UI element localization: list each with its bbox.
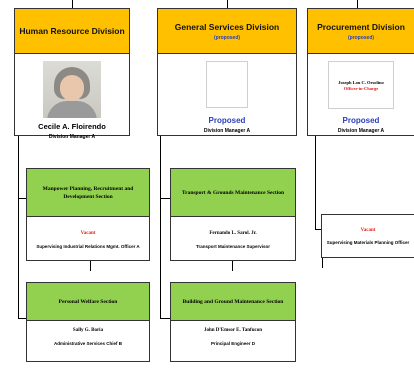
proc-division-title: Procurement Division: [317, 22, 405, 32]
welfare-position: Administrative Services Chief B: [53, 341, 123, 346]
welfare-section-header: Personal Welfare Section: [27, 283, 149, 321]
photo-placeholder: [206, 61, 248, 108]
welfare-section-title: Personal Welfare Section: [58, 298, 118, 305]
materials-bottom-stub: [322, 258, 323, 268]
materials-position: Supervising Materials Planning Officer: [326, 239, 410, 245]
manpower-bottom-stub: [90, 261, 91, 271]
gs-division-body: Proposed Division Manager A: [158, 54, 296, 134]
hr-branch-2: [18, 318, 26, 319]
proc-top-connector: [357, 0, 358, 8]
manpower-person: Vacant: [80, 230, 96, 236]
hr-trunk-line: [18, 136, 19, 318]
transport-position: Transport Maintenance Supervisor: [195, 243, 271, 249]
transport-section-header: Transport & Grounds Maintenance Section: [171, 169, 295, 217]
gs-division-box: General Services Division (proposed) Pro…: [157, 8, 297, 136]
building-person: John D'Emsor E. Tanfucon: [204, 328, 262, 333]
gs-branch-1: [160, 198, 170, 199]
building-section-title: Building and Ground Maintenance Section: [182, 298, 284, 305]
hr-top-connector: [72, 0, 73, 8]
materials-person: Vacant: [360, 227, 376, 233]
proc-trunk-line: [315, 136, 316, 229]
welfare-person: Sally G. Boria: [72, 328, 104, 333]
proc-division-box: Procurement Division (proposed) Joseph L…: [307, 8, 414, 136]
hr-division-header: Human Resource Division: [15, 9, 129, 54]
oic-box: Joseph Lou C. Orsolino Officer-in-Charge: [328, 61, 394, 109]
building-position: Principal Engineer D: [210, 341, 255, 346]
welfare-section-box: Personal Welfare Section Sally G. Boria …: [26, 282, 150, 362]
hr-division-body: Cecile A. Floirendo Division Manager A: [15, 54, 129, 140]
gs-branch-2: [160, 318, 170, 319]
building-section-header: Building and Ground Maintenance Section: [171, 283, 295, 321]
gs-division-subtitle: (proposed): [213, 35, 241, 41]
hr-branch-1: [18, 198, 26, 199]
proc-division-head: Proposed: [342, 116, 380, 125]
manpower-section-body: Vacant Supervising Industrial Relations …: [27, 217, 149, 262]
transport-bottom-stub: [232, 261, 233, 271]
gs-division-head: Proposed: [208, 116, 246, 125]
gs-top-connector: [227, 0, 228, 8]
proc-branch-1: [315, 229, 321, 230]
manpower-section-title: Manpower Planning, Recruitment and Devel…: [42, 185, 134, 200]
proc-division-body: Joseph Lou C. Orsolino Officer-in-Charge…: [308, 54, 414, 134]
gs-trunk-line: [160, 136, 161, 318]
transport-person: Fernando L. Sarol. Jr.: [209, 230, 257, 236]
gs-division-head-position: Division Manager A: [203, 128, 251, 134]
hr-division-head-position: Division Manager A: [48, 134, 96, 140]
proc-division-head-position: Division Manager A: [337, 128, 385, 134]
materials-section-body: Vacant Supervising Materials Planning Of…: [322, 215, 414, 257]
gs-division-header: General Services Division (proposed): [158, 9, 296, 54]
gs-division-title: General Services Division: [174, 22, 280, 32]
transport-section-body: Fernando L. Sarol. Jr. Transport Mainten…: [171, 217, 295, 262]
proc-division-subtitle: (proposed): [347, 35, 375, 41]
transport-section-box: Transport & Grounds Maintenance Section …: [170, 168, 296, 261]
division-head-photo: [43, 61, 101, 118]
manpower-section-header: Manpower Planning, Recruitment and Devel…: [27, 169, 149, 217]
proc-division-header: Procurement Division (proposed): [308, 9, 414, 54]
materials-section-box: Vacant Supervising Materials Planning Of…: [321, 214, 414, 258]
oic-name: Joseph Lou C. Orsolino: [338, 79, 384, 85]
hr-division-box: Human Resource Division Cecile A. Floire…: [14, 8, 130, 140]
transport-section-title: Transport & Grounds Maintenance Section: [181, 189, 285, 196]
oic-role: Officer-in-Charge: [343, 85, 379, 91]
hr-division-title: Human Resource Division: [19, 26, 125, 36]
hr-division-head-name: Cecile A. Floirendo: [38, 122, 106, 131]
manpower-position: Supervising Industrial Relations Mgmt. O…: [36, 243, 140, 249]
building-section-box: Building and Ground Maintenance Section …: [170, 282, 296, 362]
welfare-section-body: Sally G. Boria Administrative Services C…: [27, 321, 149, 370]
manpower-section-box: Manpower Planning, Recruitment and Devel…: [26, 168, 150, 261]
building-section-body: John D'Emsor E. Tanfucon Principal Engin…: [171, 321, 295, 370]
